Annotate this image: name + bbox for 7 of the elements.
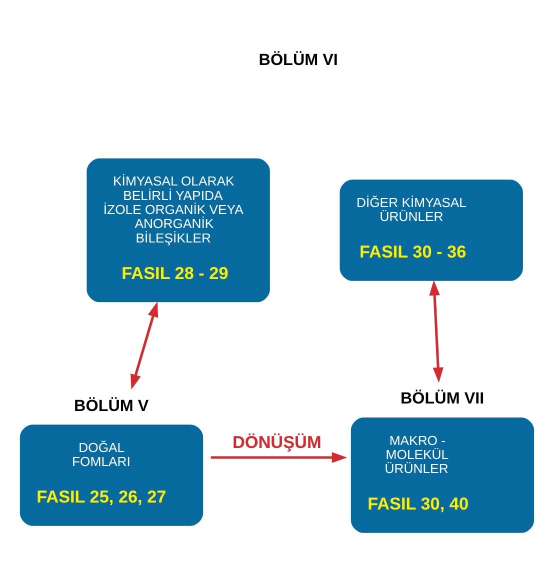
edge-label: DÖNÜŞÜM: [232, 432, 322, 452]
label: BÖLÜM VI: [258, 51, 338, 70]
arrow: [130, 302, 158, 390]
node-label: BÖLÜM V: [74, 396, 149, 415]
arrow: [429, 280, 444, 383]
arrow: [210, 452, 348, 463]
node-label: BÖLÜM VII: [400, 390, 484, 408]
